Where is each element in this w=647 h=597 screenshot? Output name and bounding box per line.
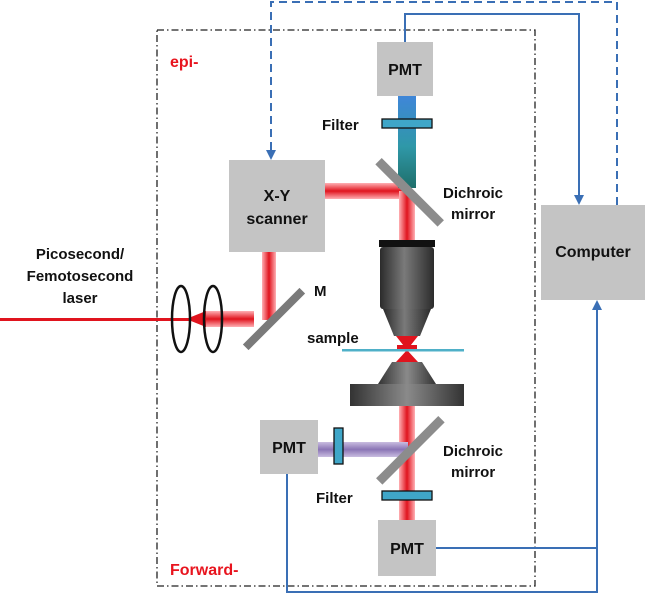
laser-label-line2: Femotosecond (27, 268, 134, 285)
laser-label-line1: Picosecond/ (36, 246, 125, 263)
beam-scanner-to-dichroic (325, 183, 405, 199)
lens-right (202, 284, 224, 354)
laser-focus-cone (186, 311, 206, 327)
forward-label: Forward- (170, 562, 238, 579)
pmt-bottom-signal-line (436, 300, 602, 549)
pmt-top-box (377, 42, 433, 96)
sample-specimen (397, 345, 417, 349)
computer-box (541, 205, 645, 300)
filter-bottom (381, 490, 433, 501)
xy-scanner-label-line1: X-Y (264, 188, 291, 205)
filter-bottom-label: Filter (316, 490, 353, 507)
mirror-m (242, 287, 306, 351)
filter-top (381, 118, 433, 129)
beam-to-mirror (206, 311, 254, 327)
beam-mirror-to-scanner (262, 252, 276, 320)
focus-cone-upper (396, 336, 418, 350)
input-laser-beam (0, 318, 200, 321)
dichroic-mirror-bottom (376, 416, 445, 485)
filter-top-label: Filter (322, 117, 359, 134)
computer-label: Computer (555, 244, 631, 261)
mirror-m-label: M (314, 283, 327, 300)
pmt-bottom-box (378, 520, 436, 576)
condenser-base (350, 384, 464, 406)
dichroic-bottom-label-line1: Dichroic (443, 443, 503, 460)
objective-body (380, 247, 434, 309)
laser-label-line3: laser (62, 290, 97, 307)
epi-label: epi- (170, 54, 198, 71)
forward-signal-beam (318, 442, 408, 457)
pmt-left-box (260, 420, 318, 474)
scanner-control-line (266, 1, 618, 205)
xy-scanner-box (229, 160, 325, 252)
sample-label: sample (307, 330, 359, 347)
epi-signal-beam (398, 96, 416, 188)
pmt-top-label: PMT (388, 62, 422, 79)
dichroic-top-label-line1: Dichroic (443, 185, 503, 202)
condenser-top (378, 362, 436, 384)
dichroic-top-label-line2: mirror (451, 206, 495, 223)
lens-left (170, 284, 192, 354)
beam-dichroic-to-objective (399, 191, 415, 241)
dichroic-bottom-label-line2: mirror (451, 464, 495, 481)
xy-scanner-label-line2: scanner (246, 211, 307, 228)
objective-tip (383, 309, 431, 336)
focus-cone-lower (396, 350, 418, 362)
pmt-top-signal-line (404, 13, 584, 205)
filter-left (333, 427, 344, 465)
objective-cap (379, 240, 435, 247)
pmt-left-label: PMT (272, 440, 306, 457)
pmt-bottom-label: PMT (390, 541, 424, 558)
pmt-left-signal-line (286, 474, 598, 593)
sample-slide (342, 349, 464, 352)
setup-enclosure (156, 29, 536, 587)
dichroic-mirror-top (375, 158, 444, 227)
